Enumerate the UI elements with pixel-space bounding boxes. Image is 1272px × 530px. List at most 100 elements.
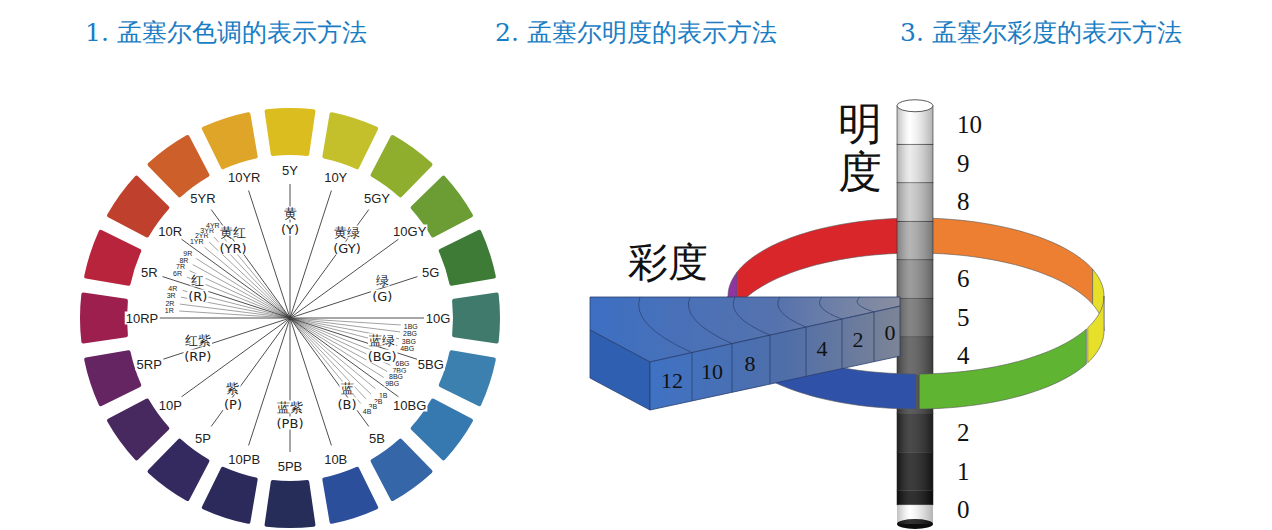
wedge-front (650, 306, 900, 410)
cylinder-shade (897, 106, 933, 524)
hue-spoke (182, 290, 290, 318)
hue-swatch (148, 439, 210, 501)
chroma-step-arc (820, 297, 843, 319)
ring-segment (916, 218, 1093, 304)
hue-swatch (439, 350, 496, 406)
hue-code: 5G (421, 266, 440, 279)
hue-code: 5GY (363, 192, 391, 205)
hue-spoke (290, 277, 417, 318)
ring-segment (737, 218, 916, 307)
heading: 1. 孟塞尔色调的表示方法 (85, 20, 367, 45)
hue-spoke (290, 318, 376, 389)
hue-code: 5P (194, 431, 212, 444)
hue-swatch (322, 467, 378, 524)
hue-name: (R) (187, 290, 208, 303)
hue-code: 10B (323, 452, 348, 465)
value-number: 10 (957, 112, 982, 137)
hue-code: 10RP (125, 312, 160, 325)
value-cylinder (897, 100, 933, 529)
hue-step: 7R (175, 263, 186, 270)
hue-spoke (204, 247, 290, 318)
hue-spoke (290, 318, 424, 319)
chroma-number: 12 (661, 370, 683, 392)
hue-spoke (196, 259, 290, 318)
hue-spoke (182, 318, 290, 397)
hue-name: 红 (190, 274, 205, 287)
hue-swatch (452, 293, 500, 344)
hue-swatch (371, 135, 433, 197)
hue-name: 黄 (283, 207, 298, 220)
chroma-step-arc (639, 297, 692, 353)
hue-name: 黄红 (219, 225, 247, 238)
chroma-step-line (842, 319, 843, 369)
hue-code: 5Y (281, 164, 299, 177)
chroma-step-line (692, 353, 693, 401)
hue-step: 9BG (384, 379, 400, 386)
wedge-side (590, 330, 650, 410)
hue-swatch (84, 230, 141, 286)
hue-spoke (214, 237, 290, 318)
hue-code: 5B (368, 431, 386, 444)
hue-name: 蓝绿 (368, 333, 396, 346)
hue-name: (RP) (183, 349, 212, 362)
value-number: 9 (957, 151, 970, 176)
value-number: 8 (957, 189, 970, 214)
hue-swatch (80, 293, 128, 344)
hue-name: (YR) (218, 241, 247, 254)
chroma-number: 10 (701, 361, 723, 383)
hue-name: 紫 (225, 382, 240, 395)
hue-spoke (163, 318, 290, 359)
hue-step: 4BG (399, 345, 415, 352)
chroma-step-line (770, 335, 771, 384)
hue-ring (80, 108, 500, 528)
hue-name: (GY) (332, 241, 362, 254)
hue-code: 10Y (323, 171, 348, 184)
hue-code: 10YR (227, 171, 262, 184)
hue-step: 4R (167, 284, 178, 291)
chroma-number: 0 (885, 322, 896, 344)
hue-code: 10R (157, 225, 183, 238)
hue-spoke (209, 242, 290, 318)
hue-name: 蓝 (340, 382, 355, 395)
hue-name: 绿 (375, 274, 390, 287)
hue-name: (Y) (280, 223, 300, 236)
hue-code: 5YR (189, 192, 216, 205)
hue-step: 1BG (403, 322, 419, 329)
value-number: 4 (957, 343, 970, 368)
chroma-number: 8 (745, 353, 756, 375)
hue-spoke (290, 239, 398, 318)
chroma-step-arc (778, 297, 806, 327)
hue-name: 黄绿 (333, 225, 361, 238)
hue-name: (PB) (276, 417, 305, 430)
hue-spoke (290, 318, 371, 394)
hue-swatch (265, 480, 316, 528)
ring-segment (919, 329, 1086, 409)
value-number: 1 (957, 459, 970, 484)
hue-name: 蓝紫 (276, 401, 304, 414)
hue-code: 5BG (417, 357, 445, 370)
chroma-step-arc (688, 297, 732, 344)
hue-swatch (265, 108, 316, 156)
chroma-step-line (806, 327, 807, 376)
hue-spoke (290, 210, 369, 318)
hue-spoke (290, 318, 366, 399)
hue-step: 6R (172, 270, 183, 277)
ring-segment (1088, 296, 1104, 363)
hue-code: 5PB (277, 460, 304, 473)
value-number: 0 (957, 497, 970, 522)
hue-step: 3R (166, 292, 177, 299)
hue-swatch (202, 467, 258, 524)
hue-code: 10GY (392, 225, 427, 238)
chroma-number: 4 (817, 338, 828, 360)
hue-spoke (290, 318, 400, 332)
cylinder-cap (897, 100, 933, 112)
hue-swatch (322, 112, 378, 169)
chroma-wedge (590, 297, 900, 410)
hue-name: (B) (336, 398, 357, 411)
hue-spoke (219, 232, 290, 318)
chroma-step-arc (857, 297, 874, 312)
hue-spoke (211, 210, 290, 318)
hue-step: 3BG (401, 337, 417, 344)
hue-spoke (290, 184, 291, 318)
